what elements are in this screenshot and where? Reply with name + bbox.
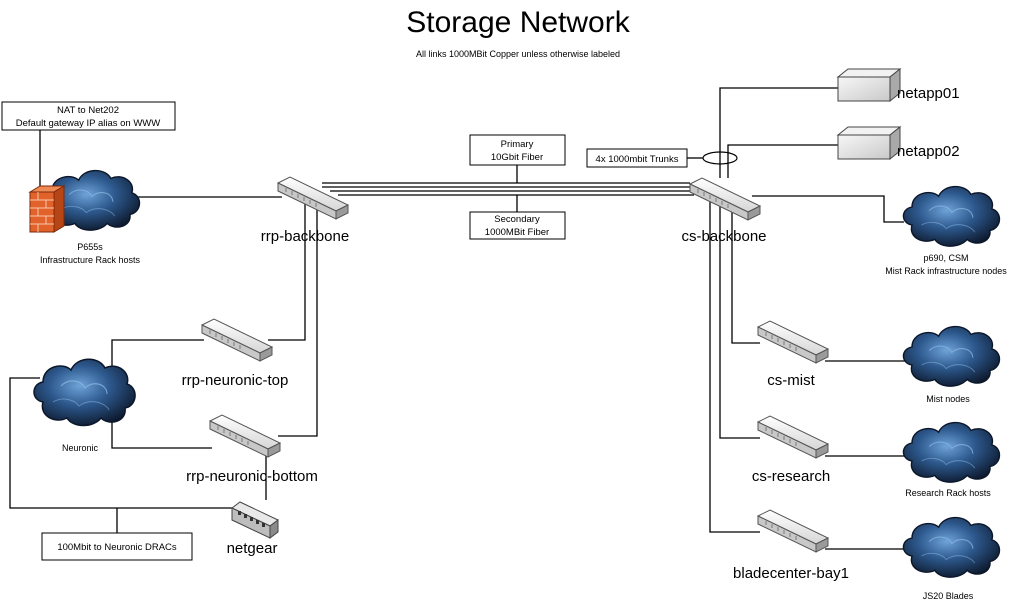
page-subtitle: All links 1000MBit Copper unless otherwi… bbox=[416, 49, 620, 59]
link-netapp01 bbox=[719, 87, 838, 178]
link-rrp-backbone-neuronic-top bbox=[268, 200, 306, 341]
netapp02-storage-icon bbox=[837, 126, 901, 160]
netapp01-label: netapp01 bbox=[897, 85, 960, 102]
link-neuronic-bottom bbox=[111, 408, 212, 449]
research-label: Research Rack hosts bbox=[905, 488, 991, 498]
cs-backbone-switch-icon bbox=[689, 177, 761, 221]
cs-research-switch-icon bbox=[757, 415, 829, 459]
trunks-note-text: 4x 1000mbit Trunks bbox=[596, 154, 679, 165]
nat-note: NAT to Net202 Default gateway IP alias o… bbox=[1, 101, 176, 131]
rrp-neuronic-bottom-label: rrp-neuronic-bottom bbox=[186, 468, 318, 485]
p690-cloud bbox=[902, 185, 1001, 247]
research-cloud bbox=[902, 421, 1001, 483]
trunks-note: 4x 1000mbit Trunks bbox=[586, 148, 688, 168]
mist-nodes-label: Mist nodes bbox=[926, 394, 970, 404]
rrp-backbone-label: rrp-backbone bbox=[261, 228, 349, 245]
rrp-neuronic-top-switch-icon bbox=[201, 318, 273, 362]
nat-note-line1: NAT to Net202 bbox=[57, 105, 119, 116]
link-netapp02 bbox=[727, 144, 838, 178]
js20-label: JS20 Blades bbox=[923, 591, 974, 601]
cs-mist-switch-icon bbox=[757, 320, 829, 364]
mist-nodes-cloud bbox=[902, 325, 1001, 387]
rrp-neuronic-top-label: rrp-neuronic-top bbox=[182, 372, 289, 389]
link-cs-mist bbox=[731, 206, 760, 344]
p690-sublabel: Mist Rack infrastructure nodes bbox=[885, 266, 1007, 276]
cs-research-label: cs-research bbox=[752, 468, 830, 485]
netapp02-label: netapp02 bbox=[897, 143, 960, 160]
link-neuronic-netgear bbox=[9, 377, 232, 509]
primary-note-line1: Primary bbox=[501, 139, 534, 150]
netgear-label: netgear bbox=[227, 540, 278, 557]
cs-backbone-label: cs-backbone bbox=[681, 228, 766, 245]
link-bladecenter bbox=[709, 200, 760, 533]
primary-link-note: Primary 10Gbit Fiber bbox=[469, 134, 566, 166]
link-p690 bbox=[752, 195, 904, 223]
p655s-label: P655s bbox=[77, 242, 103, 252]
bladecenter-bay1-switch-icon bbox=[757, 509, 829, 553]
js20-cloud bbox=[902, 516, 1001, 578]
link-cs-research bbox=[719, 206, 760, 439]
drac-note-text: 100Mbit to Neuronic DRACs bbox=[57, 542, 177, 553]
nat-note-line2: Default gateway IP alias on WWW bbox=[16, 118, 161, 129]
rrp-neuronic-bottom-switch-icon bbox=[209, 414, 281, 458]
drac-note: 100Mbit to Neuronic DRACs bbox=[41, 532, 193, 561]
p690-label: p690, CSM bbox=[923, 253, 968, 263]
p655s-sublabel: Infrastructure Rack hosts bbox=[40, 255, 141, 265]
firewall-icon bbox=[28, 185, 66, 233]
secondary-link-note: Secondary 1000MBit Fiber bbox=[469, 211, 566, 240]
page-title: Storage Network bbox=[406, 6, 630, 39]
cs-mist-label: cs-mist bbox=[767, 372, 815, 389]
netapp01-storage-icon bbox=[837, 68, 901, 102]
bladecenter-bay1-label: bladecenter-bay1 bbox=[733, 565, 849, 582]
neuronic-label: Neuronic bbox=[62, 443, 99, 453]
netgear-switch-icon bbox=[231, 501, 279, 539]
secondary-note-line2: 1000MBit Fiber bbox=[485, 227, 549, 238]
secondary-note-line1: Secondary bbox=[494, 214, 540, 225]
link-rrp-backbone-neuronic-bottom bbox=[278, 205, 318, 437]
primary-note-line2: 10Gbit Fiber bbox=[491, 152, 543, 163]
neuronic-cloud bbox=[33, 358, 136, 427]
link-neuronic-top bbox=[111, 339, 204, 372]
